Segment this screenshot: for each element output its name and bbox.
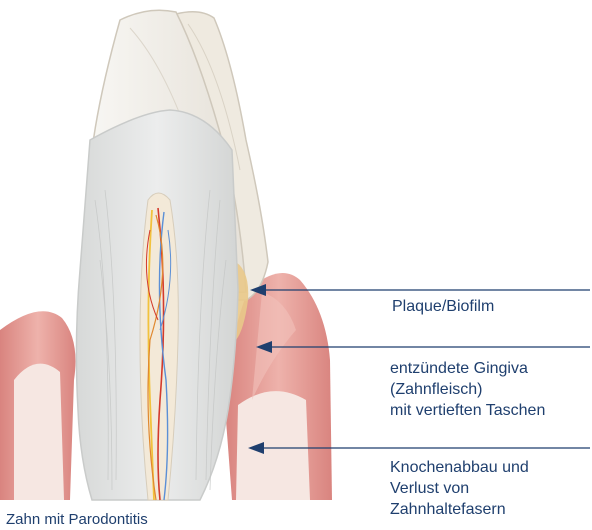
figure-caption: Zahn mit Parodontitis [6,510,148,530]
label-gingiva-line-2: (Zahnfleisch) [390,379,545,400]
left-gingiva [0,311,76,500]
label-bone-line-2: Verlust von [390,478,529,499]
label-bone-line-1: Knochenabbau und [390,457,529,478]
label-plaque-line: Plaque/Biofilm [392,296,494,317]
label-gingiva-line-1: entzündete Gingiva [390,358,545,379]
pulp-canal [140,193,178,500]
label-gingiva: entzündete Gingiva (Zahnfleisch) mit ver… [390,358,545,421]
label-bone-line-3: Zahnhaltefasern [390,499,529,520]
label-gingiva-line-3: mit vertieften Taschen [390,400,545,421]
label-bone: Knochenabbau und Verlust von Zahnhaltefa… [390,457,529,520]
label-plaque: Plaque/Biofilm [392,296,494,317]
